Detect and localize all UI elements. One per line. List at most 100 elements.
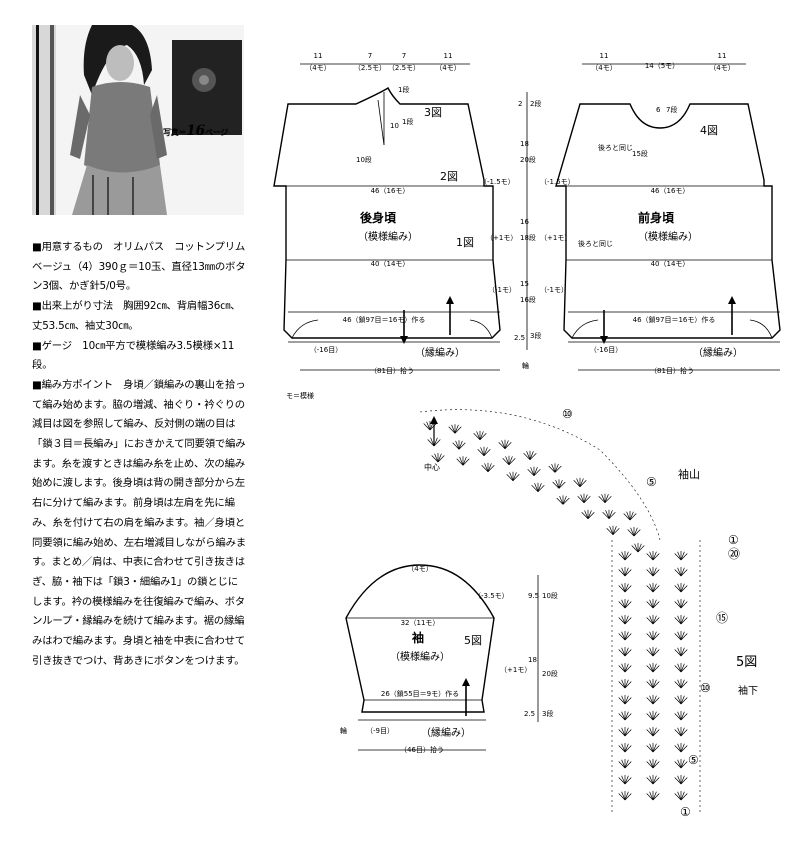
stitch-mark (458, 440, 463, 450)
stitch-mark (618, 681, 626, 689)
stitch-mark (608, 510, 613, 519)
stitch-mark (624, 583, 629, 593)
stitch-mark (674, 649, 682, 657)
stitch-mark (479, 431, 484, 440)
back-fig-3: 3図 (424, 106, 442, 119)
stitch-mark (652, 569, 660, 577)
stitch-mark (652, 551, 657, 561)
stitch-mark (579, 478, 584, 487)
stitch-mark (551, 463, 556, 473)
stitch-mark (652, 761, 660, 769)
stitch-mark (680, 615, 685, 625)
stitch-mark (649, 583, 654, 593)
stitch-mark (627, 529, 635, 537)
back-dim-2: 7 (368, 52, 372, 60)
stitch-mark (537, 483, 542, 492)
stitch-mark (624, 777, 632, 785)
stitch-mark (618, 761, 626, 769)
stitch-mark (674, 633, 682, 641)
front-edging: （縁編み） (693, 346, 743, 359)
stitch-mark (624, 727, 629, 737)
stitch-mark (677, 599, 682, 609)
stitch-mark (680, 649, 688, 657)
stitch-mark (652, 759, 657, 769)
stitch-mark (559, 495, 564, 505)
back-edging: （縁編み） (415, 346, 465, 359)
stitch-mark (602, 511, 610, 519)
stitch-mark (454, 424, 459, 434)
stitch-mark (429, 423, 437, 431)
stitch-mark (624, 679, 629, 689)
stitch-mark (509, 472, 514, 481)
stitch-mark (674, 585, 682, 593)
stitch-mark (680, 599, 685, 609)
stitch-mark (677, 727, 682, 737)
stitch-mark (598, 495, 606, 503)
stitch-mark (624, 793, 632, 801)
stitch-mark (649, 679, 654, 689)
stitch-mark (434, 453, 439, 463)
stitch-mark (501, 440, 506, 449)
stitch-mark (652, 775, 657, 785)
stitch-mark (652, 695, 657, 705)
stitch-mark (680, 793, 688, 801)
stitch-mark (621, 711, 626, 721)
stitch-mark (646, 777, 654, 785)
stitch-mark (652, 649, 660, 657)
stitch-mark (556, 497, 564, 505)
stitch-mark (426, 421, 431, 431)
front-dim-1m: （4モ） (591, 64, 616, 72)
sleeve-cap-dec: （-3.5モ） (474, 592, 509, 600)
chart-row-5b: ⑤ (688, 753, 699, 767)
sleeve-fig-5: 5図 (464, 634, 482, 647)
back-width-40: 40（14モ） (371, 260, 410, 268)
stitch-mark (618, 649, 626, 657)
chart-row-10a: ⑩ (562, 407, 573, 421)
stitch-mark (483, 449, 491, 457)
back-armhole-rows: 10段 (356, 155, 372, 164)
stitch-mark (674, 793, 682, 801)
sleeve-hem-h: 2.5 (524, 710, 535, 718)
stitch-mark (621, 695, 626, 705)
stitch-mark (618, 601, 626, 609)
stitch-mark (631, 545, 639, 553)
front-dec-low: （-1モ） (540, 286, 568, 294)
stitch-mark (677, 615, 682, 625)
stitch-mark (534, 483, 539, 492)
stitch-mark (621, 791, 626, 801)
stitch-mark (652, 743, 657, 753)
sleeve-width-32: 32（11モ） (401, 619, 440, 627)
stitch-mark (621, 583, 626, 593)
back-neck-c: 1段 (402, 117, 413, 126)
stitch-mark (624, 569, 632, 577)
stitch-mark (652, 647, 657, 657)
front-width-46: 46（16モ） (651, 187, 690, 195)
stitch-mark (649, 695, 654, 705)
stitch-mark (649, 631, 654, 641)
legend: モ＝模様 (286, 391, 314, 400)
stitch-mark (583, 496, 591, 504)
stitch-mark (680, 745, 688, 753)
chart-under-sleeve: 袖下 (738, 684, 758, 697)
center-v1: 2 (518, 100, 522, 108)
stitch-mark (652, 567, 657, 577)
front-fig-4: 4図 (700, 124, 718, 137)
stitch-mark (624, 601, 632, 609)
back-dim-2m: （2.5モ） (354, 64, 386, 72)
sleeve-pickup: （46目）拾う (400, 745, 444, 754)
stitch-mark (674, 729, 682, 737)
sleeve-hem-rows-v: 3段 (542, 709, 553, 718)
stitch-mark (579, 480, 587, 488)
chart-row-1b: ① (680, 805, 691, 819)
stitch-mark (652, 745, 660, 753)
front-pickup: （81目）拾う (650, 366, 694, 375)
stitch-mark (621, 647, 626, 657)
stitch-mark (680, 679, 685, 689)
stitch-mark (573, 480, 581, 488)
sleeve-hem-rows: （-9目） (366, 727, 394, 735)
stitch-mark (604, 495, 612, 503)
stitch-mark (621, 631, 626, 641)
stitch-mark (649, 599, 654, 609)
sleeve-body-h: 18 (528, 656, 537, 664)
stitch-mark (506, 474, 514, 481)
